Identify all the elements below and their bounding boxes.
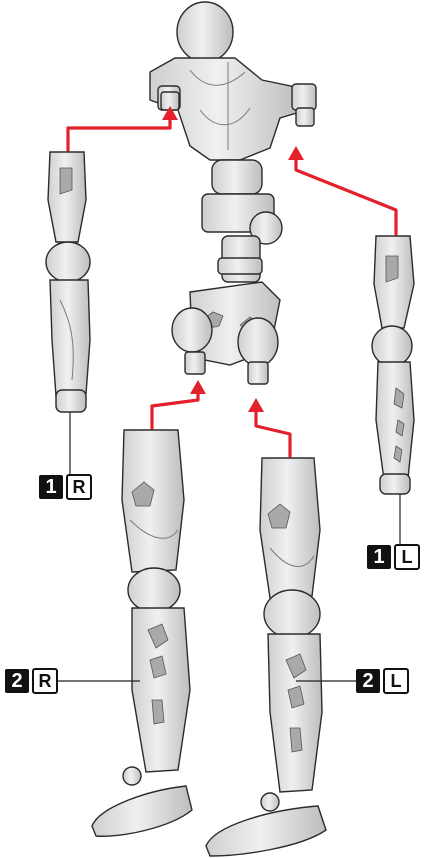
arm-left-part [372, 236, 414, 494]
leg-left-part [206, 458, 326, 856]
leg-right-part [92, 430, 192, 836]
assembly-arrow-leg-left [248, 398, 290, 456]
part-side: L [394, 544, 420, 570]
part-label-leg-left: 2 L [356, 668, 409, 694]
part-label-arm-right: 1 R [39, 474, 92, 500]
part-number: 1 [39, 475, 63, 499]
assembly-arrow-arm-left [288, 146, 396, 234]
assembly-arrow-leg-right [152, 380, 206, 428]
part-label-leg-right: 2 R [5, 668, 58, 694]
part-side: L [383, 668, 409, 694]
arm-right-part [46, 152, 90, 412]
part-number: 1 [367, 545, 391, 569]
part-side: R [32, 668, 58, 694]
torso-part [150, 2, 316, 384]
part-number: 2 [5, 669, 29, 693]
part-number: 2 [356, 669, 380, 693]
part-side: R [66, 474, 92, 500]
assembly-arrow-arm-right [68, 106, 178, 150]
part-label-arm-left: 1 L [367, 544, 420, 570]
